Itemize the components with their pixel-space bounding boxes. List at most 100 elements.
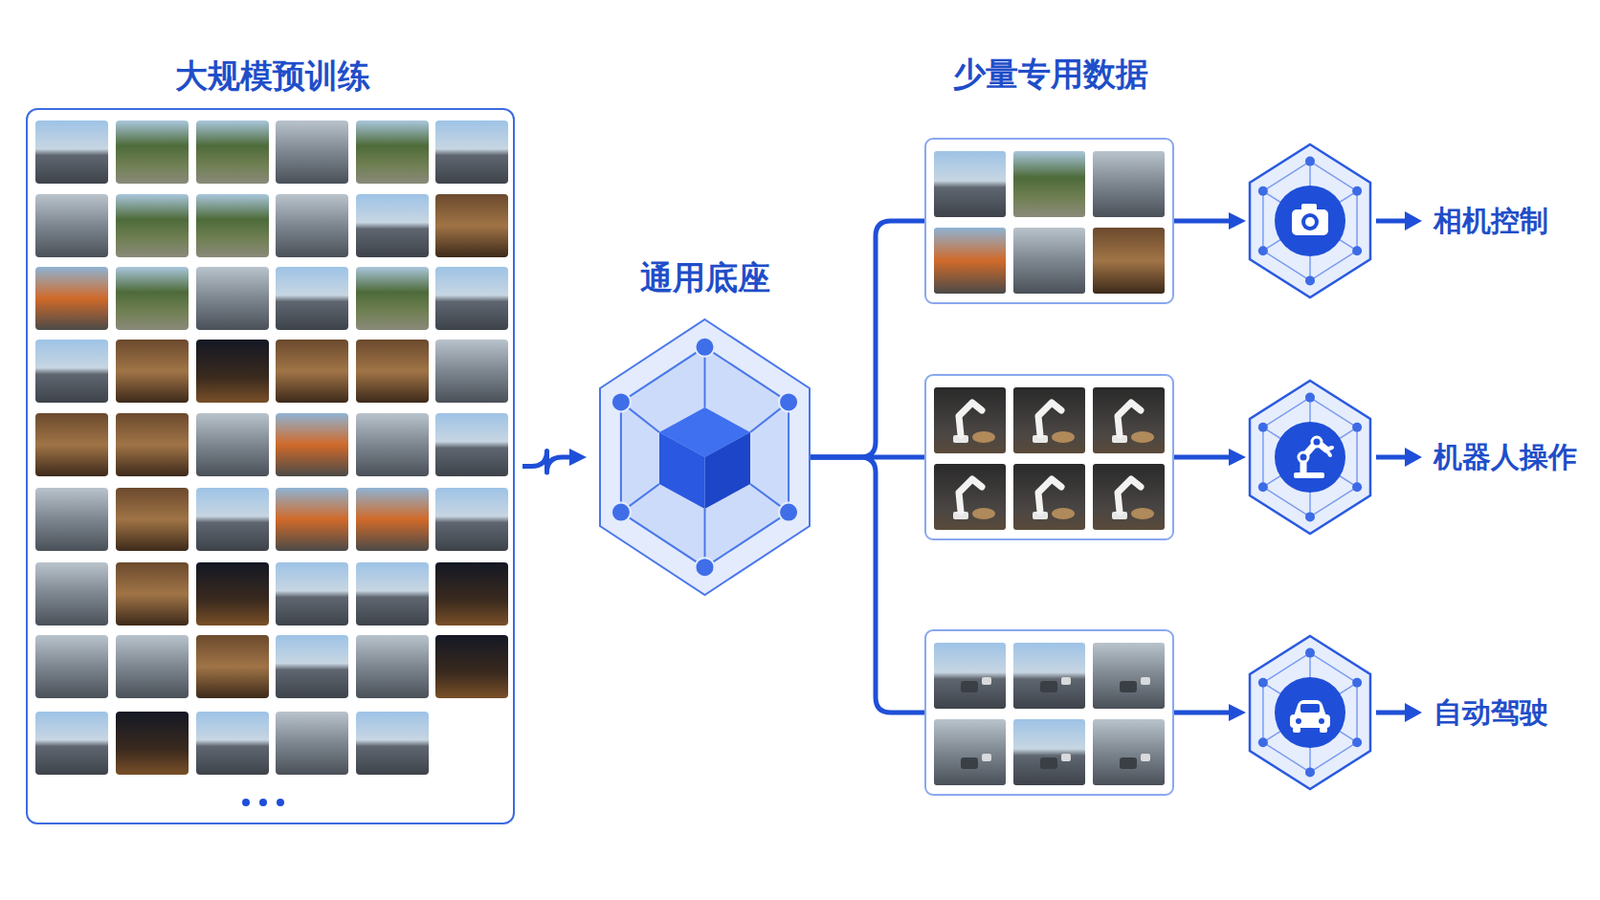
thumbnail-grid-part <box>35 711 429 776</box>
data-panel-part-part <box>1013 464 1086 531</box>
data-panel-part-part <box>933 464 1006 531</box>
hexagon-icon-part <box>1298 452 1309 463</box>
thumbnail-grid-part-part <box>35 339 109 403</box>
output-arrow-part <box>1376 455 1407 461</box>
data-panel <box>925 138 1174 304</box>
thumbnail-grid-part-part <box>435 562 509 626</box>
hexagon-icon-part <box>1319 727 1328 734</box>
data-panel-part-part <box>953 402 996 444</box>
data-panel-part <box>933 387 1165 454</box>
thumbnail-grid-part-part <box>355 562 429 626</box>
ellipsis-dots-part <box>259 799 267 807</box>
application-label: 自动驾驶 <box>1433 695 1549 731</box>
thumbnail-grid-part-part <box>435 194 509 258</box>
thumbnail-grid-part-part <box>435 635 509 699</box>
hexagon-icon-part <box>1352 678 1362 689</box>
data-panel-part-part <box>1111 479 1155 520</box>
hexagon-icon-part <box>1305 648 1315 659</box>
section-heading: 通用底座 <box>640 258 771 297</box>
thumbnail-grid-part <box>35 120 509 184</box>
thumbnail-grid-part <box>35 562 509 626</box>
hexagon-icon-part <box>1258 186 1268 197</box>
hexagon-icon-part <box>1292 727 1301 734</box>
hexagon-icon-part <box>1258 737 1268 748</box>
hexagon-icon-part <box>1258 245 1268 256</box>
thumbnail-grid-part-part <box>115 562 189 626</box>
hexagon-icon-part <box>1301 203 1317 212</box>
hexagon-icon-part <box>1305 156 1315 167</box>
data-panel-part <box>925 375 1174 540</box>
hexagon-icon-part <box>1249 636 1371 790</box>
output-arrow-part <box>1376 711 1407 716</box>
hexagon-cube-icon-part <box>695 557 715 578</box>
hexagon-icon-part <box>1305 511 1315 522</box>
thumbnail-grid-part <box>35 488 509 552</box>
thumbnail-grid-part-part <box>355 488 429 552</box>
hexagon-icon-part <box>1318 718 1325 725</box>
hexagon-cube-icon-part <box>659 432 706 510</box>
ellipsis-dots <box>242 799 285 807</box>
hexagon-cube-icon-part <box>611 392 631 412</box>
data-panel-part-part <box>960 754 992 770</box>
thumbnail-grid-part-part <box>115 120 189 184</box>
hexagon-icon <box>1249 380 1371 534</box>
hexagon-icon-part <box>1305 275 1315 286</box>
hexagon-cube-icon-part <box>611 503 631 523</box>
data-panel-part-part <box>1092 151 1165 218</box>
data-panel-part <box>933 719 1165 786</box>
data-panel-part-part <box>1032 402 1075 444</box>
thumbnail-grid-part-part <box>196 266 269 331</box>
data-panel-part-part <box>1013 227 1086 294</box>
thumbnail-grid-part-part <box>275 120 349 184</box>
data-panel-part-part <box>933 643 1006 710</box>
thumbnail-grid-part-part <box>35 488 109 552</box>
hexagon-icon-part <box>1289 714 1331 729</box>
hexagon-icon-part <box>1274 185 1346 257</box>
hexagon-icon <box>1249 144 1371 298</box>
hexagon-icon-part <box>1258 422 1268 433</box>
thumbnail-grid-part <box>35 635 509 699</box>
thumbnail-grid-part-part <box>35 194 109 258</box>
thumbnail-grid-part-part <box>355 711 429 776</box>
data-panel-part-part <box>1040 754 1071 770</box>
thumbnail-grid-part <box>35 194 509 258</box>
thumbnail-grid-part-part <box>35 711 109 776</box>
data-panel-part-part <box>1119 677 1151 693</box>
thumbnail-grid-part-part <box>115 413 189 477</box>
hexagon-icon-part <box>1352 422 1362 433</box>
data-panel-part <box>933 227 1165 294</box>
hexagon-icon-part <box>1326 447 1333 456</box>
data-panel-part-part <box>1013 387 1086 454</box>
thumbnail-grid-part <box>35 266 509 331</box>
thumbnail-grid-part-part <box>196 562 269 626</box>
application-hexagon: 相机控制 <box>1249 144 1371 298</box>
thumbnail-grid-part-part <box>196 120 269 184</box>
application-label: 机器人操作 <box>1433 440 1578 475</box>
data-panel-part-part <box>933 227 1006 294</box>
application-hexagon: 自动驾驶 <box>1249 636 1371 790</box>
data-panel-part-part <box>1040 677 1071 693</box>
thumbnail-grid-part-part <box>115 266 189 331</box>
output-arrow-part <box>1404 447 1423 467</box>
thumbnail-grid-part-part <box>275 413 349 477</box>
thumbnail-grid-part-part <box>355 266 429 331</box>
data-panel-part <box>925 138 1174 304</box>
hexagon-icon-part <box>1263 161 1357 282</box>
data-panel-part-part <box>933 151 1006 218</box>
ellipsis-dots-part <box>276 799 285 807</box>
hexagon-icon-part <box>1249 380 1371 534</box>
thumbnail-grid-part-part <box>115 488 189 552</box>
thumbnail-grid-part-part <box>115 339 189 403</box>
thumbnail-grid-part-part <box>275 635 349 699</box>
output-arrow-part <box>1404 211 1423 231</box>
hexagon-icon-part <box>1352 186 1362 197</box>
thumbnail-grid-part-part <box>115 711 189 776</box>
thumbnail-grid-part-part <box>196 488 269 552</box>
ellipsis-dots-part <box>242 799 250 807</box>
hexagon-icon-part <box>1263 653 1357 774</box>
thumbnail-grid-part-part <box>115 635 189 699</box>
hexagon-icon-part <box>1352 245 1362 256</box>
thumbnail-grid <box>35 120 509 807</box>
hexagon-icon-part <box>1311 437 1322 447</box>
section-heading: 大规模预训练 <box>175 56 371 95</box>
